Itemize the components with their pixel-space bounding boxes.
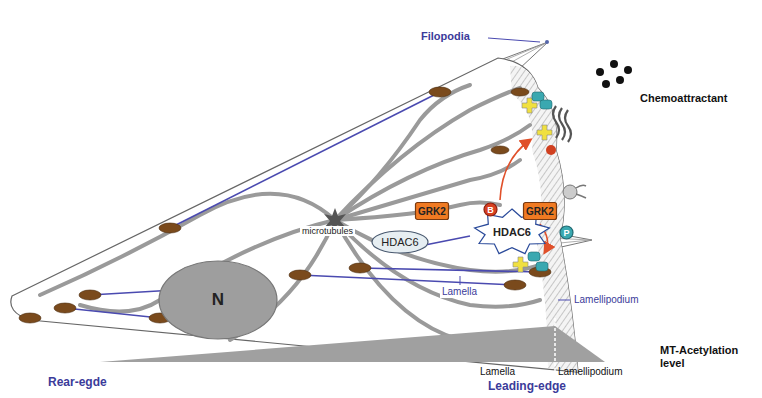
region-label: Lamellipodium	[558, 366, 622, 378]
cell-drawing-part	[554, 318, 556, 372]
cell-drawing-part	[545, 40, 549, 44]
node-text: GRK2	[526, 206, 554, 217]
grk2-box-shape	[524, 203, 557, 220]
cell-drawing-part	[596, 68, 604, 76]
grk2-box-shape	[416, 203, 449, 220]
structure-label: Lamella	[440, 286, 479, 298]
cell-drawing-part	[289, 270, 311, 280]
cell-drawing-part	[513, 257, 528, 272]
phospho-p-shape	[560, 226, 573, 239]
cell-drawing-part	[335, 220, 540, 307]
cell-drawing-part	[429, 87, 451, 97]
cell-drawing-part	[528, 252, 540, 261]
cell-drawing-part	[563, 185, 577, 199]
structure-label: Lamellipodium	[572, 294, 640, 306]
cell-drawing-part	[65, 92, 540, 318]
nucleus: N	[158, 260, 278, 340]
cell-drawing-part	[616, 76, 624, 84]
node-text: GRK2	[418, 206, 446, 217]
cell-drawing-part	[54, 303, 76, 313]
cell-drawing-part	[488, 38, 540, 42]
cell-drawing-part	[536, 262, 548, 271]
cell-drawing-part	[19, 87, 551, 347]
cell-drawing-part	[335, 203, 500, 221]
cell-drawing-part	[596, 60, 632, 88]
node-text: HDAC6	[493, 226, 531, 238]
cell-drawing-part	[555, 326, 605, 362]
cell-drawing-part	[610, 60, 618, 68]
node-text: HDAC6	[381, 236, 418, 248]
chemoattractant-label: Chemoattractant	[640, 92, 727, 105]
node-text: P	[563, 228, 569, 238]
hdac6-ellipse-shape	[372, 231, 428, 253]
cell-drawing-part	[159, 223, 181, 233]
cell-drawing-part	[335, 85, 470, 220]
cell-drawing-part	[100, 326, 555, 362]
cell-drawing-part	[500, 140, 530, 200]
cell-drawing-part	[537, 125, 552, 140]
edge-label: Leading-edge	[488, 380, 566, 394]
cell-drawing-part	[491, 146, 509, 154]
cell-drawing-part	[602, 80, 610, 88]
grk2-box: GRK2	[415, 202, 449, 220]
cell-drawing-part	[79, 290, 101, 300]
cell-drawing-part	[624, 66, 632, 74]
microtubule-label: microtubules	[300, 226, 355, 236]
phospho-p: P	[559, 225, 574, 240]
region-label: Lamella	[480, 366, 515, 378]
cell-drawing-part	[40, 85, 540, 347]
cell-drawing-part	[170, 92, 440, 228]
cell-drawing-part	[11, 58, 578, 372]
node-text: N	[212, 290, 224, 310]
cell-drawing-part	[546, 145, 556, 155]
axis-title: MT-Acetylation level	[660, 344, 756, 369]
phospho-b-shape	[484, 203, 497, 216]
cell-drawing-part	[505, 43, 546, 60]
cell-drawing-part	[553, 106, 571, 142]
cell-drawing-part	[558, 300, 570, 301]
cell-drawing-part	[19, 313, 41, 323]
cell-drawing-part	[360, 268, 540, 272]
cell-drawing-part	[65, 308, 160, 318]
edge-label: Rear-egde	[48, 376, 107, 390]
phospho-b: B	[483, 202, 498, 217]
nucleus-shape	[159, 261, 277, 339]
cell-drawing-part	[504, 280, 526, 290]
structure-label: Filopodia	[421, 30, 470, 43]
hdac6-ellipse: HDAC6	[371, 230, 429, 254]
cell-drawing-part	[540, 100, 552, 109]
cell-drawing-part	[300, 275, 515, 285]
cell-drawing-part	[335, 125, 530, 220]
node-text: B	[487, 205, 494, 215]
cell-drawing-part	[349, 263, 371, 273]
cell-drawing-part	[532, 92, 544, 101]
cell-drawing-part	[460, 276, 461, 285]
grk2-box: GRK2	[523, 202, 557, 220]
cell-drawing-part	[510, 43, 546, 63]
cell-drawing-part	[576, 185, 586, 198]
cell-drawing-part	[511, 88, 529, 96]
